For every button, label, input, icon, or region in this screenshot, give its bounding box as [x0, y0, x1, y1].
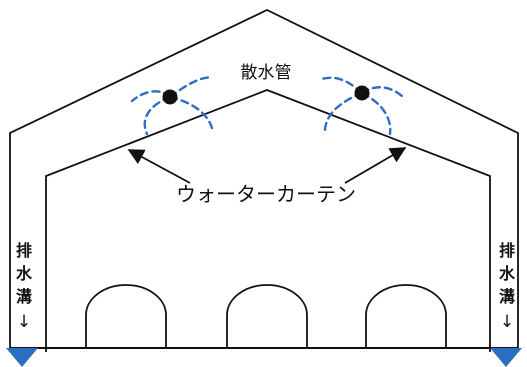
- water-curtain-label: ウォーターカーテン: [176, 182, 356, 206]
- right-drain-down-arrow-icon: ↓: [500, 312, 514, 332]
- left-arrow-icon: [127, 149, 191, 184]
- arch-bed-2: [226, 284, 308, 348]
- right-drain-label-char-2: 水: [499, 264, 516, 283]
- right-arrow-icon: [344, 147, 407, 184]
- left-drain-label-char-2: 水: [16, 264, 33, 283]
- right-drain-label-char-3: 溝: [499, 287, 515, 306]
- left-drain-down-arrow-icon: ↓: [17, 312, 31, 332]
- inner-roof-outline: [45, 89, 491, 352]
- sprinkler-pipe-label: 散水管: [241, 63, 292, 83]
- left-drain-label-char-3: 溝: [16, 287, 32, 306]
- left-drain-icon: [6, 348, 38, 367]
- right-drain-label-char-1: 排: [499, 241, 515, 260]
- right-nozzle-icon: [354, 85, 370, 101]
- right-drain-icon: [490, 348, 522, 367]
- arch-bed-1: [85, 284, 167, 348]
- left-nozzle-icon: [162, 89, 178, 105]
- arch-bed-3: [365, 284, 447, 348]
- outer-roof-outline: [9, 9, 519, 352]
- left-drain-label-char-1: 排: [16, 241, 32, 260]
- left-water-spray: [130, 75, 214, 136]
